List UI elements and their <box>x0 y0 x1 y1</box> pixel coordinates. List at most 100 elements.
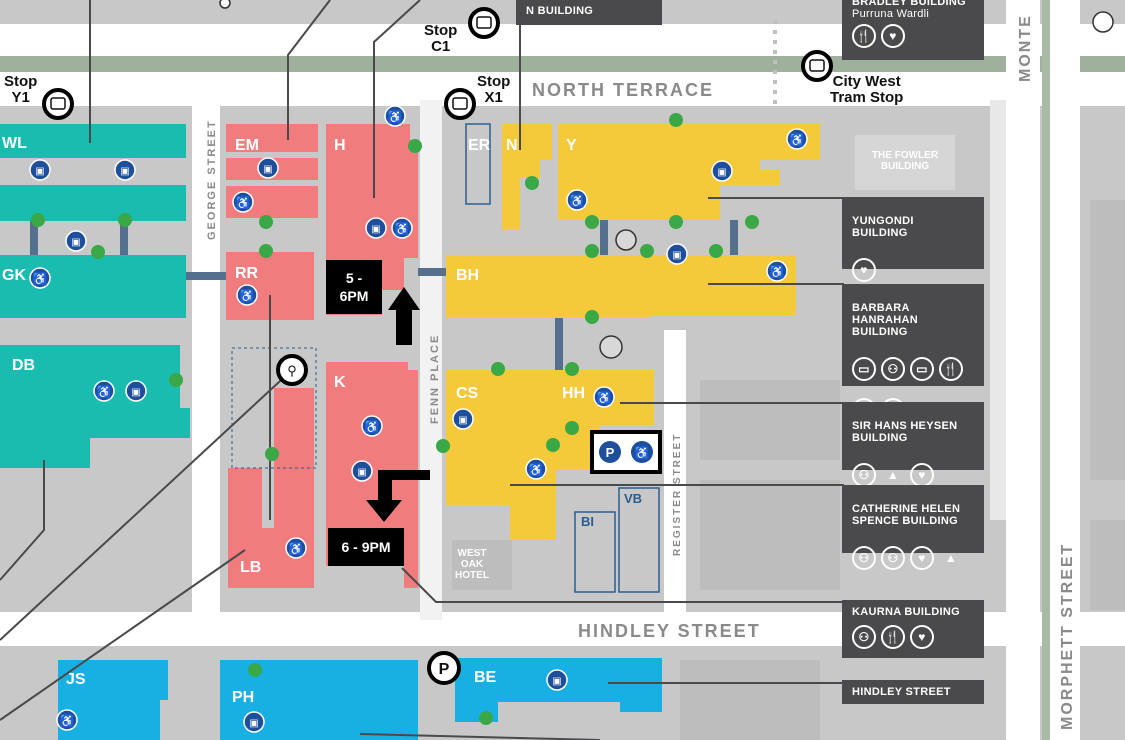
code-ph: PH <box>232 689 254 706</box>
entry-marker <box>669 215 683 229</box>
west-oak-hotel-footprint <box>452 540 512 590</box>
building-bh[interactable] <box>446 255 796 318</box>
leader-lb <box>0 549 246 721</box>
building-em[interactable] <box>226 124 318 152</box>
building-wl[interactable] <box>0 124 186 158</box>
panel-hans-heysen[interactable]: SIR HANS HEYSEN BUILDING ⚇ ▲ ♥ <box>842 402 984 487</box>
svg-text:▣: ▣ <box>357 467 366 478</box>
panel-catherine-spence[interactable]: CATHERINE HELEN SPENCE BUILDING ⚇ ⚇ ♥ ▲ <box>842 485 984 570</box>
block-b <box>700 480 840 590</box>
svg-text:♿: ♿ <box>60 714 75 728</box>
bus-stop-y1-icon[interactable] <box>42 88 74 120</box>
stop-markers: ⚲ P <box>42 7 833 685</box>
panel-barbara-hanrahan[interactable]: BARBARA HANRAHAN BUILDING ▭ ⚇ ▭ 🍴 ▲ ♥ <box>842 284 984 422</box>
leader-ph <box>359 733 601 740</box>
heart-icon: ♥ <box>910 546 934 570</box>
entry-marker <box>259 215 273 229</box>
people-icon: ⚇ <box>852 546 876 570</box>
wheelchair-icon: ♿ <box>232 191 254 213</box>
heart-icon: ♥ <box>881 24 905 48</box>
entry-marker <box>248 663 262 677</box>
pin-icon <box>219 0 231 9</box>
teal-buildings <box>0 124 190 468</box>
baby-icon: ⚇ <box>881 546 905 570</box>
tram-stop-text: City West Tram Stop <box>830 73 904 106</box>
block-a <box>700 380 840 460</box>
svg-text:♿: ♿ <box>790 133 805 147</box>
food-icon: 🍴 <box>852 24 876 48</box>
code-er: ER <box>468 137 491 154</box>
svg-text:▣: ▣ <box>717 167 726 178</box>
code-rr: RR <box>235 265 259 282</box>
building-ph[interactable] <box>220 660 418 740</box>
entry-marker <box>546 438 560 452</box>
svg-text:▣: ▣ <box>458 415 467 426</box>
tram-stop-icon[interactable] <box>801 50 833 82</box>
bike-park-icon[interactable]: ⚲ <box>276 354 308 386</box>
panel-n-building[interactable]: N BUILDING <box>516 0 662 25</box>
svg-text:♿: ♿ <box>529 463 544 477</box>
building-gk[interactable] <box>0 255 186 318</box>
fenn-place-label: FENN PLACE <box>429 334 441 424</box>
svg-text:♿: ♿ <box>635 446 650 460</box>
entry-marker <box>265 447 279 461</box>
panel-yungondi-icons: ♥ <box>852 258 974 282</box>
vb-building-footprint <box>618 487 660 593</box>
entry-marker <box>169 373 183 387</box>
leader-lines <box>0 0 844 740</box>
building-js[interactable] <box>58 660 168 740</box>
entry-marker <box>585 215 599 229</box>
bus-stop-c1-icon[interactable] <box>468 7 500 39</box>
building-er-outline[interactable] <box>465 123 491 205</box>
panel-catherine-icons: ⚇ ⚇ ♥ ▲ <box>852 546 974 570</box>
lift-icon: ▣ <box>257 157 279 179</box>
bridge-h-bh <box>418 268 446 276</box>
panel-kaurna-icons: ⚇ 🍴 ♥ <box>852 625 974 649</box>
entry-marker <box>669 113 683 127</box>
code-k: K <box>334 374 346 391</box>
svg-text:♿: ♿ <box>365 420 380 434</box>
entry-marker <box>745 215 759 229</box>
entry-marker <box>565 421 579 435</box>
bus-stop-x1-icon[interactable] <box>444 88 476 120</box>
dashed-area <box>231 347 317 469</box>
bridge-y-bh <box>600 220 608 255</box>
svg-text:▣: ▣ <box>131 387 140 398</box>
panel-catherine-title: CATHERINE HELEN SPENCE BUILDING <box>852 503 961 527</box>
svg-text:♿: ♿ <box>770 265 785 279</box>
panel-bradley[interactable]: BRADLEY BUILDING Purruna Wardli 🍴 ♥ <box>842 0 984 60</box>
code-bi: BI <box>581 514 594 529</box>
building-wl-lower[interactable] <box>0 185 186 221</box>
block-c <box>1090 200 1125 480</box>
panel-yungondi[interactable]: YUNGONDI BUILDING ♥ <box>842 197 984 282</box>
bbq-icon <box>615 229 637 251</box>
wheelchair-icon: ♿ <box>93 380 115 402</box>
wheelchair-icon: ♿ <box>56 709 78 731</box>
lift-icon: ▣ <box>114 159 136 181</box>
parking-icon[interactable]: P <box>427 651 461 685</box>
building-cs-hh[interactable] <box>446 370 654 540</box>
time-late-box: 6 - 9PM <box>328 528 404 566</box>
accessible-parking-box[interactable]: P ♿ <box>590 430 662 474</box>
panel-hans-title: SIR HANS HEYSEN BUILDING <box>852 420 958 444</box>
panel-hindley-street[interactable]: HINDLEY STREET <box>842 680 984 704</box>
panel-hans-icons: ⚇ ▲ ♥ <box>852 463 974 487</box>
panel-kaurna[interactable]: KAURNA BUILDING ⚇ 🍴 ♥ <box>842 600 984 658</box>
block-d <box>1090 520 1125 610</box>
building-y[interactable] <box>558 124 820 220</box>
entry-marker <box>585 244 599 258</box>
food-icon: 🍴 <box>939 357 963 381</box>
svg-text:▣: ▣ <box>71 237 80 248</box>
top-block <box>0 0 200 24</box>
monitor-icon: ▭ <box>852 357 876 381</box>
blue-buildings <box>58 658 662 740</box>
stop-x1-text: Stop X1 <box>477 73 511 106</box>
food-icon: 🍴 <box>881 625 905 649</box>
svg-text:P: P <box>439 661 450 678</box>
svg-text:P: P <box>606 445 615 460</box>
entry-marker <box>479 711 493 725</box>
code-n: N <box>506 137 518 154</box>
svg-text:▣: ▣ <box>371 224 380 235</box>
building-n[interactable] <box>502 124 552 230</box>
building-db[interactable] <box>0 345 190 468</box>
